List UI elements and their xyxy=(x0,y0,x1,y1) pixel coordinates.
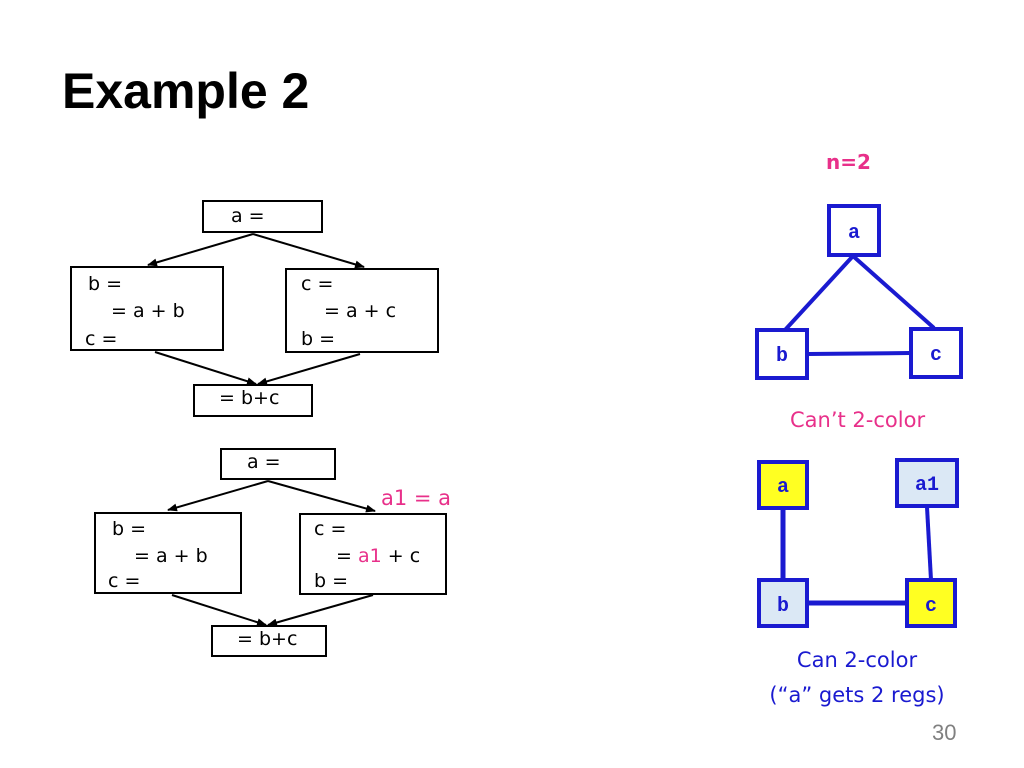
cfg-top-exit-text: = b+c xyxy=(219,387,279,409)
cfg-bottom-right-line2-prefix: = xyxy=(336,545,358,567)
graph-bottom-node-a1 xyxy=(895,458,959,508)
graph-bottom-node-c xyxy=(905,578,957,628)
graph-bottom-node-a-label: a xyxy=(777,476,789,499)
cfg-top-entry-block xyxy=(202,200,323,233)
cfg-top-edge-right-exit xyxy=(257,353,361,386)
cfg-bottom-left-block xyxy=(94,512,242,594)
cfg-bottom-left-line3: c = xyxy=(108,570,140,592)
graph-top-label: n=2 xyxy=(826,150,871,174)
graph-bottom-node-c-label: c xyxy=(925,595,937,618)
cfg-top-exit-block xyxy=(193,384,313,417)
graph-top-node-c xyxy=(909,327,963,379)
cfg-bottom-edge-left-exit xyxy=(171,594,267,627)
graph-bottom-node-a1-label: a1 xyxy=(915,474,939,497)
cfg-top-entry-text: a = xyxy=(231,205,265,227)
cfg-bottom-annotation: a1 = a xyxy=(381,486,451,510)
graph-top-caption: Can’t 2-color xyxy=(790,408,925,432)
cfg-bottom-left-line1: b = xyxy=(112,518,146,540)
graph-bottom-edge-a1-c xyxy=(925,506,933,581)
graph-top-edge-a-b xyxy=(783,254,855,332)
cfg-bottom-right-block xyxy=(299,513,447,595)
graph-top: n=2 a b c Can’t 2-color xyxy=(755,150,963,432)
graph-top-node-b xyxy=(755,328,809,380)
cfg-bottom-left-line2: = a + b xyxy=(134,545,208,567)
cfg-bottom-entry-text: a = xyxy=(247,451,281,473)
graph-bottom-caption-line1: Can 2-color xyxy=(797,648,918,672)
graph-top-edge-a-c xyxy=(851,254,936,330)
cfg-bottom-right-line3: b = xyxy=(314,570,348,592)
cfg-top-edge-left-exit xyxy=(154,351,257,386)
graph-bottom-node-a xyxy=(757,460,809,510)
cfg-top-edge-entry-right xyxy=(252,233,365,269)
graph-bottom: a a1 b c Can 2-color (“a” gets 2 regs) xyxy=(757,458,959,707)
cfg-top-right-line2: = a + c xyxy=(324,300,396,322)
cfg-bottom-right-line2-highlight: a1 xyxy=(358,545,382,567)
cfg-bottom-entry-block xyxy=(220,448,336,480)
cfg-bottom-right-line1: c = xyxy=(314,518,346,540)
page-number: 30 xyxy=(932,720,957,745)
graph-bottom-node-b-label: b xyxy=(777,595,789,618)
slide-title: Example 2 xyxy=(62,63,310,119)
cfg-bottom-edge-right-exit xyxy=(267,594,374,627)
graph-top-edge-b-c xyxy=(807,351,911,356)
cfg-top-left-line1: b = xyxy=(88,273,122,295)
cfg-bottom-edge-entry-right xyxy=(267,480,376,513)
graph-bottom-caption-line2: (“a” gets 2 regs) xyxy=(769,683,944,707)
cfg-bottom: a = a1 = a b = = a + b c = c = = a1 + c … xyxy=(94,448,451,657)
cfg-bottom-edge-entry-left xyxy=(167,480,269,512)
cfg-bottom-right-line2-suffix: + c xyxy=(382,545,420,567)
cfg-bottom-right-line2: = a1 + c xyxy=(336,545,420,567)
cfg-top-left-line2: = a + b xyxy=(111,300,185,322)
graph-top-node-c-label: c xyxy=(930,344,942,367)
cfg-top: a = b = = a + b c = c = = a + c b = = b+… xyxy=(70,200,439,417)
graph-top-node-a-label: a xyxy=(848,222,860,245)
graph-bottom-node-b xyxy=(757,578,809,628)
cfg-top-edge-entry-left xyxy=(147,233,254,267)
cfg-top-right-block xyxy=(285,268,439,353)
cfg-top-right-line3: b = xyxy=(301,328,335,350)
cfg-top-right-line1: c = xyxy=(301,273,333,295)
graph-top-node-b-label: b xyxy=(776,345,788,368)
cfg-bottom-exit-block xyxy=(211,625,327,657)
cfg-bottom-exit-text: = b+c xyxy=(237,628,297,650)
graph-top-node-a xyxy=(827,204,881,257)
cfg-top-left-block xyxy=(70,266,224,351)
cfg-top-left-line3: c = xyxy=(85,328,117,350)
